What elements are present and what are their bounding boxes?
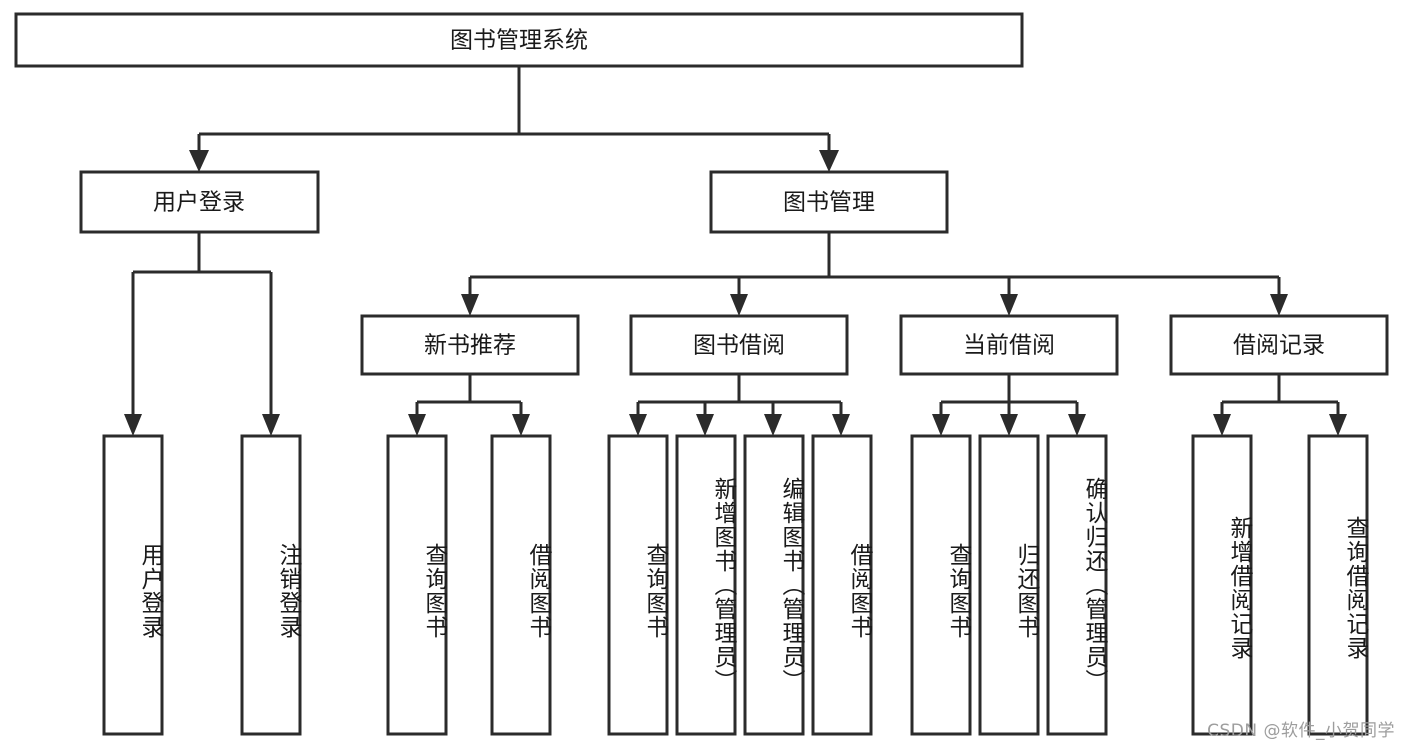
node-leaf-borrow-book-bb[interactable] (811, 434, 873, 736)
node-leaf-confirm-return-admin[interactable] (1046, 434, 1108, 736)
node-current-borrow[interactable] (899, 314, 1119, 376)
arrow-head-icon (189, 150, 209, 172)
node-new-book-recommend[interactable] (360, 314, 580, 376)
arrow-head-icon (1068, 414, 1086, 436)
node-book-borrow[interactable] (629, 314, 849, 376)
node-leaf-return-book[interactable] (978, 434, 1040, 736)
node-current-borrow-label: 当前借阅 (963, 333, 1055, 359)
arrow-head-icon (629, 414, 647, 436)
arrow-head-icon (819, 150, 839, 172)
node-borrow-record-label: 借阅记录 (1233, 333, 1325, 359)
node-leaf-query-book-bb[interactable] (607, 434, 669, 736)
arrow-head-icon (764, 414, 782, 436)
arrow-head-icon (1329, 414, 1347, 436)
node-borrow-record[interactable] (1169, 314, 1389, 376)
node-leaf-query-book-nb[interactable] (386, 434, 448, 736)
connector-group-book-borrow (629, 374, 850, 436)
arrow-head-icon (932, 414, 950, 436)
arrow-head-icon (408, 414, 426, 436)
connector-group-root (189, 66, 839, 172)
arrow-head-icon (1000, 294, 1018, 316)
node-book-manage-label: 图书管理 (783, 190, 875, 216)
node-user-login-label: 用户登录 (153, 190, 245, 216)
connector-group-new-book (408, 374, 530, 436)
node-book-manage[interactable] (709, 170, 949, 234)
arrow-head-icon (696, 414, 714, 436)
node-leaf-edit-book-admin[interactable] (743, 434, 805, 736)
arrow-head-icon (262, 414, 280, 436)
watermark-label: CSDN @软件_小贺同学 (1207, 721, 1395, 741)
arrow-head-icon (1270, 294, 1288, 316)
node-root-system-label: 图书管理系统 (450, 28, 588, 54)
arrow-head-icon (1213, 414, 1231, 436)
node-leaf-borrow-book-nb[interactable] (490, 434, 552, 736)
arrow-head-icon (124, 414, 142, 436)
node-leaf-query-borrow-record[interactable] (1307, 434, 1369, 736)
node-leaf-user-login[interactable] (102, 434, 164, 736)
node-user-login[interactable] (79, 170, 320, 234)
connector-group-borrow-record (1213, 374, 1347, 436)
node-root-system[interactable] (14, 12, 1024, 68)
arrow-head-icon (730, 294, 748, 316)
connector-group-user-login (124, 232, 280, 436)
arrow-head-icon (461, 294, 479, 316)
node-leaf-add-borrow-record[interactable] (1191, 434, 1253, 736)
arrow-head-icon (832, 414, 850, 436)
node-new-book-recommend-label: 新书推荐 (424, 333, 516, 359)
arrow-head-icon (1000, 414, 1018, 436)
node-book-borrow-label: 图书借阅 (693, 333, 785, 359)
connector-group-book-manage (461, 232, 1288, 316)
node-leaf-logout-login[interactable] (240, 434, 302, 736)
node-leaf-query-book-cb[interactable] (910, 434, 972, 736)
connector-group-current-borrow (932, 374, 1086, 436)
node-leaf-add-book-admin[interactable] (675, 434, 737, 736)
arrow-head-icon (512, 414, 530, 436)
